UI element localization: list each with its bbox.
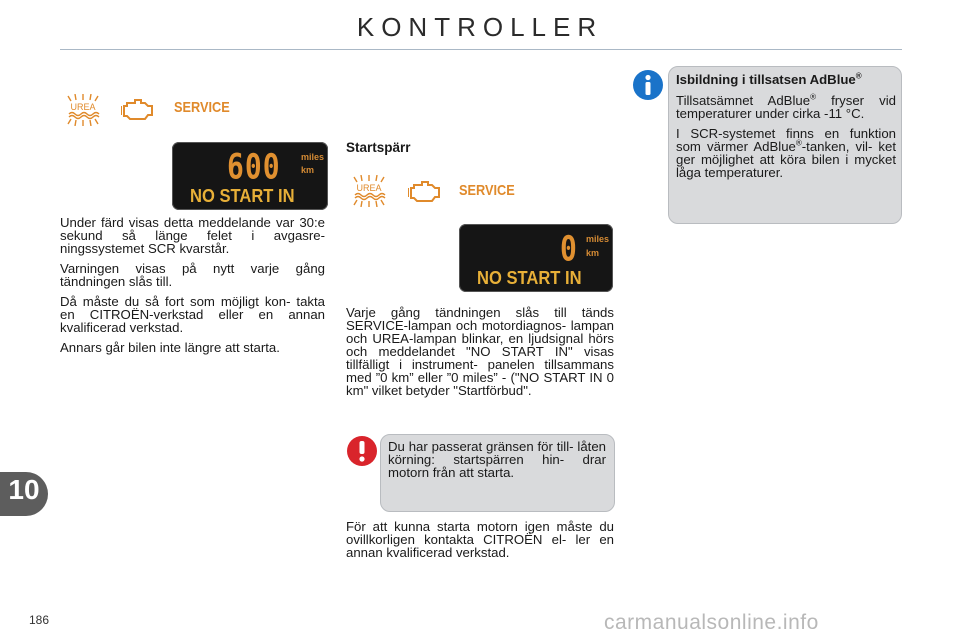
registered-mark: ® — [795, 138, 802, 148]
display-unit-km: km — [301, 165, 315, 175]
paragraph: För att kunna starta motorn igen måste d… — [346, 519, 614, 560]
registered-mark: ® — [810, 92, 816, 102]
registered-mark: ® — [855, 71, 862, 81]
display-unit-miles: miles — [301, 152, 325, 162]
middle-text-block: Varje gång tändningen slås till tänds SE… — [346, 306, 614, 404]
display-distance-value: 600 — [227, 146, 281, 188]
engine-diagnosis-icon — [120, 97, 155, 123]
display-message: NO START IN — [190, 186, 295, 206]
info-icon — [632, 69, 664, 101]
info-text: Tillsatsämnet AdBlue — [676, 93, 811, 108]
info-paragraph: Tillsatsämnet AdBlue® fryser vid tempera… — [676, 92, 897, 121]
info-paragraph: I SCR-systemet finns en funktion som vär… — [676, 127, 896, 179]
info-box-title: Isbildning i tillsatsen AdBlue® — [676, 71, 896, 87]
left-text-column: Under färd visas detta meddelande var 30… — [60, 216, 325, 361]
engine-diagnosis-icon — [407, 179, 442, 205]
urea-label: UREA — [70, 102, 95, 112]
paragraph: Under färd visas detta meddelande var 30… — [60, 215, 325, 256]
warning-box — [380, 434, 615, 512]
header-divider — [60, 49, 902, 50]
info-box — [668, 66, 902, 224]
urea-warning-icon: UREA — [346, 174, 392, 208]
info-text: -tanken, vil- ket ger möjlighet att köra… — [676, 139, 896, 180]
info-box-content: Isbildning i tillsatsen AdBlue® Tillsats… — [676, 71, 897, 186]
info-title-text: Isbildning i tillsatsen AdBlue — [676, 72, 856, 87]
page-number: 186 — [29, 613, 50, 627]
paragraph: Annars går bilen inte längre att starta. — [60, 340, 280, 355]
paragraph: Varningen visas på nytt varje gång tändn… — [60, 261, 325, 289]
final-text-block: För att kunna starta motorn igen måste d… — [346, 520, 614, 566]
paragraph: Varje gång tändningen slås till tänds SE… — [346, 305, 614, 398]
chapter-tab — [0, 472, 48, 516]
warning-exclamation-icon — [346, 435, 378, 467]
display-message: NO START IN — [477, 268, 582, 288]
watermark: carmanualsonline.info — [604, 611, 819, 634]
instrument-display-600: 600 miles km NO START IN — [172, 142, 328, 210]
display-distance-value: 0 — [560, 228, 578, 270]
info-text: fryser vid temperaturer under cirka -11 … — [676, 93, 897, 121]
paragraph: Då måste du så fort som möjligt kon- tak… — [60, 294, 325, 335]
urea-warning-icon: UREA — [60, 93, 106, 127]
display-unit-km: km — [586, 248, 600, 258]
info-text: I SCR-systemet finns en funktion som vär… — [676, 126, 896, 154]
instrument-display-0: 0 miles km NO START IN — [459, 224, 613, 292]
warning-text: Du har passerat gränsen för till- låten … — [388, 439, 606, 480]
section-heading: Startspärr — [346, 140, 411, 155]
service-label: SERVICE — [174, 99, 230, 116]
service-label: SERVICE — [459, 182, 515, 199]
urea-label: UREA — [356, 183, 381, 193]
page-title: KONTROLLER — [356, 12, 604, 42]
display-unit-miles: miles — [586, 234, 610, 244]
chapter-number: 10 — [8, 474, 40, 505]
